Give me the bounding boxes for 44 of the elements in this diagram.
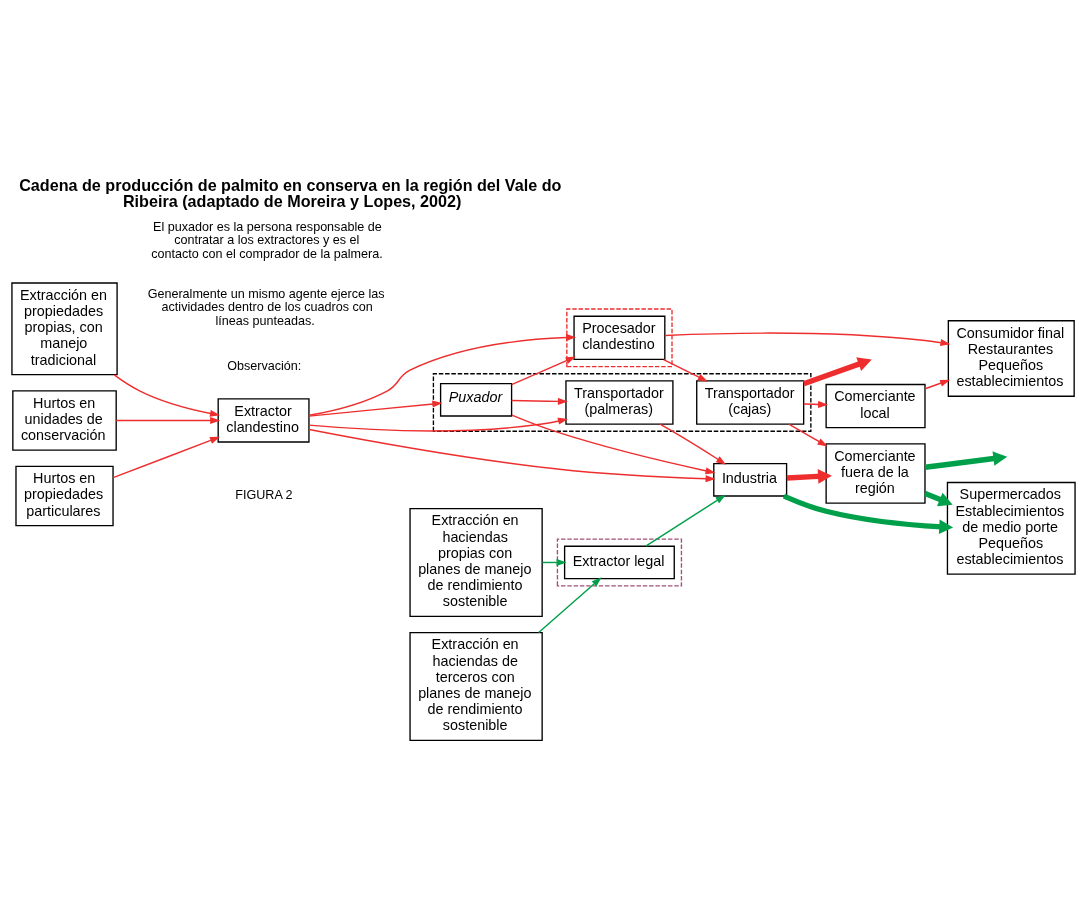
node-box: Extractor legal (563, 545, 675, 580)
node-box: Comerciante local (825, 383, 926, 429)
node-box: Supermercados Establecimientos de medio porte Pequeños establecimientos (946, 481, 1076, 575)
arrow (802, 357, 872, 387)
arrow (924, 451, 1008, 470)
arrow (510, 356, 576, 386)
arrow (115, 416, 221, 424)
label: FIGURA 2 (235, 488, 293, 503)
label: Observación: (227, 358, 302, 373)
node-box: Extracción en propiedades propias, con manejo tradicional (11, 282, 118, 376)
node-box: Industria (713, 462, 788, 497)
arrow (308, 417, 569, 432)
arrow (664, 332, 951, 347)
arrow (782, 493, 954, 535)
arrow (308, 400, 443, 417)
node-box: Procesador clandestino (573, 315, 666, 361)
node-box: Comerciante fuera de la región (825, 443, 926, 504)
arrow (511, 414, 716, 475)
arrow (662, 358, 708, 382)
node-box: Extractor clandestino (217, 398, 310, 443)
node-box: Extracción en haciendas propias con planes de manejo de rendimiento sostenible (409, 507, 543, 618)
arrow (786, 469, 832, 484)
node-box: Extracción en haciendas de terceros con planes de manejo de rendimiento sostenible (409, 631, 543, 742)
arrow (510, 397, 568, 405)
node-box: Puxador (439, 382, 513, 417)
label: El puxador es la persona responsable de contratar a los extractores y es el contacto con el comprador de la palmera. (151, 219, 383, 261)
node-box: Hurtos en propiedades particulares (15, 465, 114, 527)
diagram-title: Cadena de producción de palmito en conserva en la región del Vale do Ribeira (adaptado de Moreira y Lopes, 2002) (19, 176, 562, 211)
arrow (308, 428, 716, 483)
node-box: Transportador (palmeras) (565, 380, 674, 425)
node-box: Transportador (cajas) (696, 380, 805, 425)
arrow (112, 436, 221, 479)
node-box: Consumidor final Restaurantes Pequeños establecimientos (947, 320, 1075, 397)
arrow (924, 490, 953, 507)
arrow (308, 334, 577, 417)
arrow (788, 423, 828, 447)
arrow (803, 400, 829, 408)
arrow (645, 494, 726, 547)
node-box: Hurtos en unidades de conservación (12, 390, 117, 451)
arrow (113, 374, 221, 417)
arrow (659, 423, 727, 465)
arrow (537, 577, 602, 634)
label: Generalmente un mismo agente ejerce las actividades dentro de los cuadros con líneas punteadas. (147, 286, 385, 328)
arrow (924, 379, 951, 390)
